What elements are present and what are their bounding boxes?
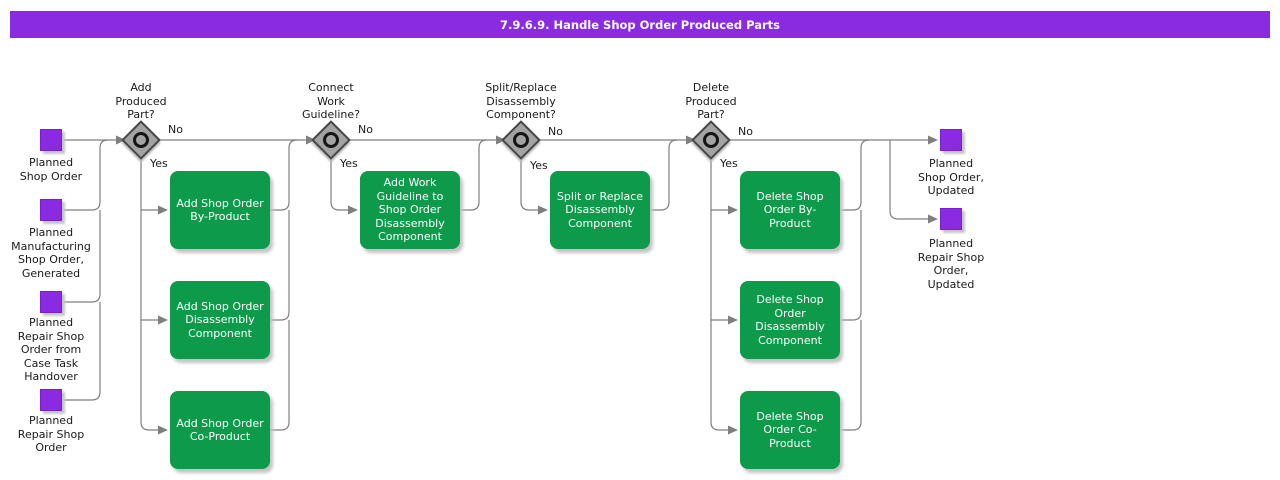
decision-question: Delete Produced Part? [685, 81, 737, 121]
decision-question: Split/Replace Disassembly Component? [485, 81, 557, 121]
branch-label-yes: Yes [150, 157, 168, 170]
merge-circle-icon [133, 132, 149, 148]
merge-circle-icon [323, 132, 339, 148]
artifact-planned-repair-shop-order-from-case-task-handover[interactable] [40, 291, 62, 313]
artifact-label: Planned Shop Order, Updated [918, 157, 984, 197]
activity-delete-shop-order-disassembly-component[interactable]: Delete Shop Order Disassembly Component [740, 281, 840, 359]
activity-delete-shop-order-by-product[interactable]: Delete Shop Order By- Product [740, 171, 840, 249]
artifact-planned-shop-order-updated[interactable] [940, 129, 962, 151]
branch-label-yes: Yes [530, 159, 548, 172]
artifact-label: Planned Repair Shop Order [17, 414, 85, 454]
merge-circle-icon [703, 132, 719, 148]
artifact-label: Planned Manufacturing Shop Order, Genera… [11, 226, 91, 280]
activity-add-shop-order-disassembly-component[interactable]: Add Shop Order Disassembly Component [170, 281, 270, 359]
branch-label-no: No [548, 125, 563, 138]
artifact-planned-repair-shop-order[interactable] [40, 389, 62, 411]
artifact-label: Planned Shop Order [19, 156, 83, 183]
artifact-label: Planned Repair Shop Order, Updated [917, 237, 985, 291]
branch-label-no: No [738, 125, 753, 138]
artifact-planned-manufacturing-shop-order-generated[interactable] [40, 199, 62, 221]
artifact-label: Planned Repair Shop Order from Case Task… [17, 316, 85, 383]
branch-label-yes: Yes [720, 157, 738, 170]
branch-label-no: No [358, 123, 373, 136]
activity-add-shop-order-co-product[interactable]: Add Shop Order Co-Product [170, 391, 270, 469]
artifact-planned-shop-order[interactable] [40, 129, 62, 151]
branch-label-no: No [168, 123, 183, 136]
artifact-planned-repair-shop-order-updated[interactable] [940, 208, 962, 230]
merge-circle-icon [513, 132, 529, 148]
diagram-title-bar: 7.9.6.9. Handle Shop Order Produced Part… [10, 11, 1270, 38]
activity-split-or-replace-disassembly-component[interactable]: Split or Replace Disassembly Component [550, 171, 650, 249]
decision-question: Connect Work Guideline? [302, 81, 360, 121]
diagram-title: 7.9.6.9. Handle Shop Order Produced Part… [500, 17, 780, 32]
activity-add-shop-order-by-product[interactable]: Add Shop Order By-Product [170, 171, 270, 249]
activity-delete-shop-order-co-product[interactable]: Delete Shop Order Co- Product [740, 391, 840, 469]
decision-question: Add Produced Part? [115, 81, 167, 121]
branch-label-yes: Yes [340, 157, 358, 170]
activity-add-work-guideline-to-shop-order-disassembly-component[interactable]: Add Work Guideline to Shop Order Disasse… [360, 171, 460, 249]
